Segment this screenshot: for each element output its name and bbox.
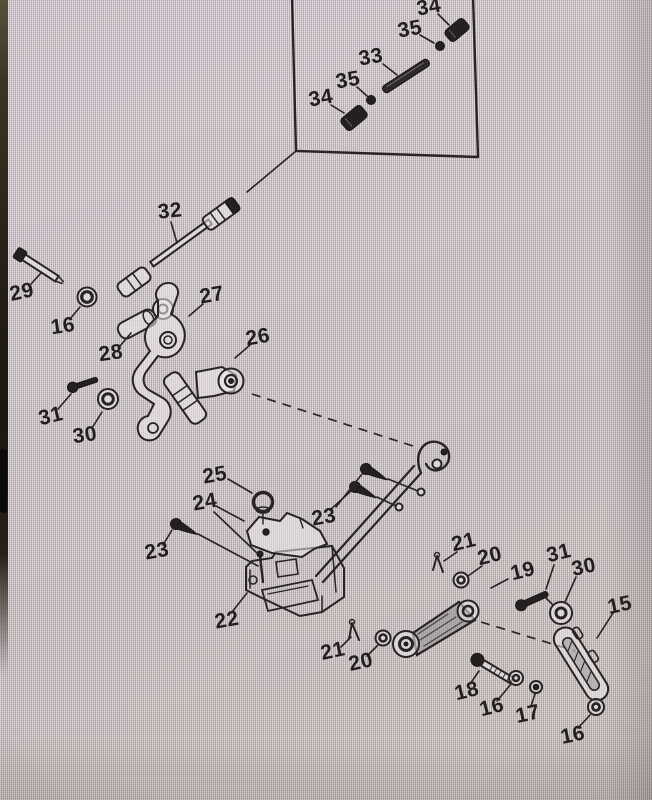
label-18: 18 (452, 677, 481, 705)
label-33: 33 (357, 44, 385, 71)
part-25-rubber-cap (251, 490, 275, 525)
part-34-cap-bottom (340, 105, 368, 131)
part-33-rod (382, 58, 430, 94)
part-24-guide-plate (245, 511, 329, 559)
label-22: 22 (213, 607, 241, 634)
part-pedal-arm (314, 440, 451, 584)
label-25: 25 (201, 462, 229, 489)
label-16-mid: 16 (477, 693, 506, 721)
part-23-bolt-right (360, 463, 388, 481)
label-35-inset-top: 35 (396, 16, 424, 43)
part-35-ball-top (435, 41, 445, 51)
part-31-bolt-right (515, 591, 549, 612)
part-29-bolt (12, 247, 65, 285)
label-35-inset-bottom: 35 (334, 67, 362, 94)
inset-detail-box (246, 0, 480, 193)
label-31-left: 31 (36, 402, 65, 430)
part-21-cotter-pin-upper (432, 551, 444, 573)
label-27: 27 (198, 282, 226, 309)
part-21-cotter-pin-lower (348, 618, 360, 641)
label-20-upper: 20 (475, 542, 504, 570)
label-16-bottom: 16 (558, 721, 587, 749)
part-16-washer-bottom (587, 698, 605, 716)
label-29: 29 (7, 278, 36, 306)
label-16-upper: 16 (49, 313, 76, 339)
part-26-link-assembly (162, 365, 245, 425)
part-16-washer-upper (76, 286, 98, 308)
part-30-washer-left (97, 388, 119, 410)
label-28: 28 (97, 340, 124, 366)
label-34-inset-bottom: 34 (307, 85, 335, 112)
part-15-joint-bracket (552, 626, 610, 702)
assembly-dashed-line-upper (251, 393, 417, 448)
screen-edge-reflection (0, 449, 7, 513)
part-17-nut (529, 680, 543, 694)
label-34-inset-top: 34 (415, 0, 443, 21)
label-26: 26 (244, 324, 272, 351)
part-30-washer-right (549, 601, 573, 625)
part-23-bolt-left (170, 518, 198, 536)
label-17: 17 (513, 700, 542, 728)
label-21-lower: 21 (318, 637, 347, 665)
part-34-cap-top (444, 18, 470, 42)
part-number-labels: 34 35 33 35 34 32 29 16 27 28 26 31 30 2… (7, 0, 634, 749)
part-22-base-bracket (245, 544, 345, 618)
part-27-bracket (131, 282, 186, 442)
label-24: 24 (191, 489, 219, 516)
label-32: 32 (157, 198, 184, 223)
screen-left-edge (0, 0, 8, 676)
part-20-washer-upper (452, 571, 470, 589)
part-20-washer-lower (374, 629, 392, 647)
label-15: 15 (605, 591, 634, 619)
part-18-bolt (470, 652, 515, 685)
part-16-washer-mid (508, 670, 524, 686)
part-19-gearshift-arm (392, 599, 480, 658)
label-30-left: 30 (71, 422, 98, 448)
part-23-bolt-mid (349, 481, 377, 499)
inset-pointer-line (246, 150, 297, 193)
part-35-ball-bottom (366, 95, 376, 105)
label-23-left: 23 (143, 538, 171, 565)
label-21-upper: 21 (449, 528, 478, 556)
leader-lines (30, 13, 614, 729)
label-23-right: 23 (310, 504, 338, 531)
part-31-bolt-left (66, 376, 99, 394)
label-31-right: 31 (544, 539, 573, 567)
label-30-right: 30 (569, 553, 598, 581)
label-19: 19 (508, 557, 537, 585)
label-20-lower: 20 (346, 648, 375, 676)
